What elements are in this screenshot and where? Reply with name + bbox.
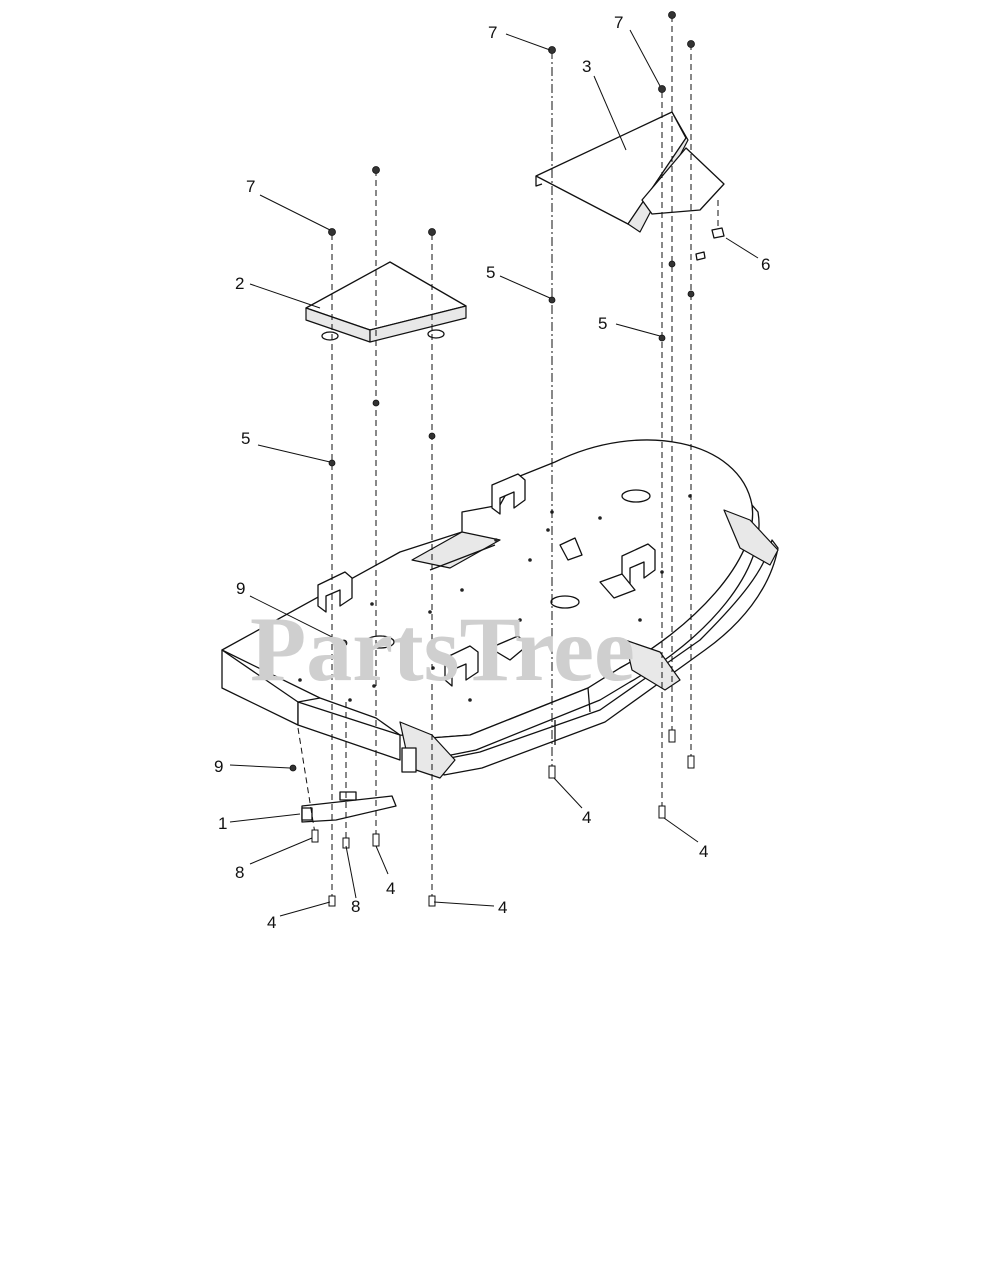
part-1-bracket [301, 791, 397, 823]
watermark: PartsTree [250, 598, 635, 700]
part-2-spindle-cover [305, 261, 467, 343]
callout-6: 6 [761, 255, 770, 274]
mower-deck [221, 439, 779, 779]
callout-7: 7 [246, 177, 255, 196]
callout-7: 7 [488, 23, 497, 42]
callout-1: 1 [218, 814, 227, 833]
callout-3: 3 [582, 57, 591, 76]
callout-8: 8 [235, 863, 244, 882]
callout-4: 4 [386, 879, 395, 898]
part-3-belt-cover [535, 111, 725, 233]
callout-9: 9 [236, 579, 245, 598]
callout-4: 4 [582, 808, 591, 827]
callout-5: 5 [598, 314, 607, 333]
callouts: 7 7 3 7 2 5 5 6 5 9 9 1 8 8 4 4 4 4 4 [214, 13, 770, 932]
callout-4: 4 [699, 842, 708, 861]
callout-9: 9 [214, 757, 223, 776]
callout-5: 5 [241, 429, 250, 448]
callout-5: 5 [486, 263, 495, 282]
callout-2: 2 [235, 274, 244, 293]
callout-7: 7 [614, 13, 623, 32]
deck-holes [298, 494, 692, 702]
callout-4: 4 [267, 913, 276, 932]
callout-8: 8 [351, 897, 360, 916]
assembly-axes [297, 16, 719, 898]
callout-4: 4 [498, 898, 507, 917]
leader-lines [229, 29, 759, 917]
hardware [289, 11, 725, 907]
